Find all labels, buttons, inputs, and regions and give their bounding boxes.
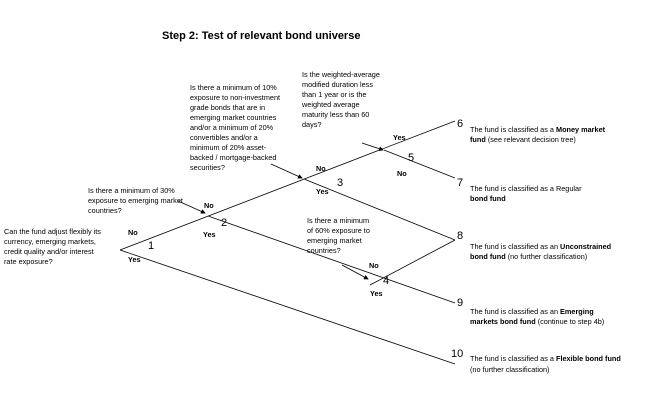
node-3-question: Is there a minimum of 10% exposure to no… [190, 83, 282, 172]
page-title: Step 2: Test of relevant bond universe [162, 30, 360, 42]
arrow-to-node-4 [341, 264, 369, 280]
node-2-yes-label: Yes [203, 230, 216, 239]
pointer-arrows [177, 142, 384, 280]
branch-n2-yes [207, 215, 456, 304]
outcome-8: 8 The fund is classified as an Unconstra… [457, 230, 611, 261]
tree-branches [119, 120, 456, 365]
node-1-question: Can the fund adjust flexibly its currenc… [4, 227, 103, 266]
branch-n5-no [383, 149, 456, 179]
node-1: Can the fund adjust flexibly its currenc… [4, 227, 154, 266]
outcome-9: 9 The fund is classified as an Emerging … [457, 297, 604, 326]
outcome-10-line-2: (no further classification) [470, 365, 550, 374]
node-5: Is the weighted-average modified duratio… [301, 70, 414, 178]
node-5-question: Is the weighted-average modified duratio… [301, 70, 382, 129]
arrow-to-node-3 [270, 163, 303, 179]
arrow-to-node-2 [177, 200, 206, 214]
outcome-7: 7 The fund is classified as a Regular bo… [457, 177, 582, 203]
outcome-6: 6 The fund is classified as a Money mark… [457, 118, 606, 144]
node-2: Is there a minimum of 30% exposure to em… [88, 186, 227, 239]
outcome-9-line-2: markets bond fund (continue to step 4b) [470, 317, 604, 326]
outcome-6-number: 6 [457, 118, 463, 130]
branch-n4-no [369, 239, 456, 286]
node-4-number: 4 [383, 275, 389, 287]
node-1-number: 1 [148, 240, 154, 252]
arrow-to-node-5 [361, 142, 384, 152]
node-2-question: Is there a minimum of 30% exposure to em… [88, 186, 185, 215]
outcome-10-number: 10 [451, 348, 463, 360]
node-5-yes-label: Yes [393, 133, 406, 142]
outcome-7-line-1: The fund is classified as a Regular [470, 184, 582, 193]
node-3-number: 3 [337, 177, 343, 189]
node-2-number: 2 [221, 217, 227, 229]
outcome-9-line-1: The fund is classified as an Emerging [470, 307, 594, 316]
outcome-6-line-1: The fund is classified as a Money market [470, 125, 606, 134]
outcome-8-line-1: The fund is classified as an Unconstrain… [470, 242, 611, 251]
branch-n1-yes [119, 249, 456, 365]
outcome-10-line-1: The fund is classified as a Flexible bon… [470, 354, 621, 363]
node-3-yes-label: Yes [316, 187, 329, 196]
node-4-yes-label: Yes [370, 289, 383, 298]
node-1-no-label: No [128, 228, 138, 237]
node-4-no-label: No [369, 261, 379, 270]
node-3-no-label: No [316, 164, 326, 173]
node-2-no-label: No [204, 201, 214, 210]
branch-main-no [119, 120, 456, 251]
branch-n3-yes [303, 178, 456, 241]
node-5-number: 5 [408, 152, 414, 164]
node-4-question: Is there a minimum of 60% exposure to em… [307, 216, 372, 255]
outcome-9-number: 9 [457, 297, 463, 309]
node-5-no-label: No [397, 169, 407, 178]
outcome-10: 10 The fund is classified as a Flexible … [451, 348, 621, 374]
outcome-7-line-2: bond fund [470, 194, 506, 203]
node-4: Is there a minimum of 60% exposure to em… [307, 216, 389, 298]
outcome-6-line-2: fund (see relevant decision tree) [470, 135, 576, 144]
outcome-7-number: 7 [457, 177, 463, 189]
node-3: Is there a minimum of 10% exposure to no… [190, 83, 343, 196]
outcome-8-line-2: bond fund (no further classification) [470, 252, 587, 261]
node-1-yes-label: Yes [128, 255, 141, 264]
outcome-8-number: 8 [457, 230, 463, 242]
